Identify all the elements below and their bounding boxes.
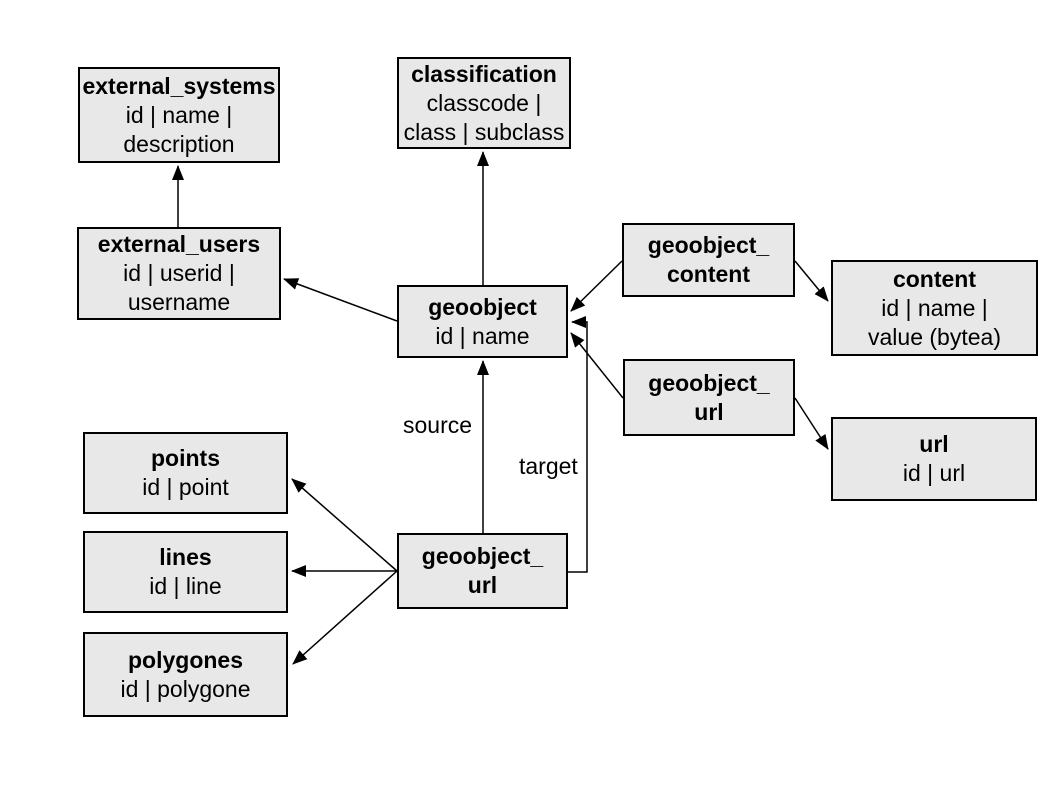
entity-lines: lines id | line <box>83 531 288 613</box>
entity-external-users: external_users id | userid | username <box>77 227 281 320</box>
entity-url: url id | url <box>831 417 1037 501</box>
entity-fields: id | line <box>149 573 222 599</box>
entity-fields: classcode | class | subclass <box>403 89 565 145</box>
entity-fields: id | name | value (bytea) <box>868 294 1001 350</box>
edge-target-to-geoobject <box>568 316 588 573</box>
edge-geoobject-url-to-geoobject <box>570 332 624 399</box>
entity-title: content <box>892 265 977 292</box>
entity-fields: id | name <box>435 322 530 349</box>
entity-geoobject-url-right: geoobject_ url <box>623 359 795 436</box>
entity-classification: classification classcode | class | subcl… <box>397 57 571 149</box>
entity-title: geoobject_ url <box>648 369 770 425</box>
edge-geoobject-content-to-geoobject <box>570 260 623 312</box>
entity-title: external_systems <box>82 72 276 99</box>
edge-geoobject-url-bottom-to-points <box>291 478 398 572</box>
entity-title: classification <box>411 60 557 87</box>
entity-title: lines <box>159 544 212 570</box>
entity-title: polygones <box>127 646 243 673</box>
entity-title: geoobject <box>428 293 537 320</box>
entity-external-systems: external_systems id | name | description <box>78 67 280 163</box>
entity-geoobject: geoobject id | name <box>397 285 568 358</box>
entity-polygones: polygones id | polygone <box>83 632 288 717</box>
entity-title: geoobject_ content <box>647 232 770 287</box>
edge-geoobject-to-external-users <box>283 278 398 322</box>
edge-label-source: source <box>403 412 473 438</box>
entity-fields: id | userid | username <box>123 260 235 315</box>
entity-geoobject-content: geoobject_ content <box>622 223 795 297</box>
edge-label-target: target <box>519 453 578 479</box>
entity-geoobject-url-bottom: geoobject_ url <box>397 533 568 609</box>
entity-fields: id | point <box>142 474 229 500</box>
edge-geoobject-url-bottom-to-polygones <box>292 570 398 665</box>
entity-title: geoobject_ url <box>421 543 544 598</box>
entity-title: url <box>919 431 949 457</box>
entity-points: points id | point <box>83 432 288 514</box>
entity-fields: id | name | description <box>123 101 235 157</box>
entity-title: points <box>151 445 220 471</box>
entity-fields: id | polygone <box>120 675 251 702</box>
entity-fields: id | url <box>902 460 966 486</box>
edge-geoobject-url-to-url <box>794 397 829 450</box>
entity-content: content id | name | value (bytea) <box>831 260 1038 356</box>
entity-title: external_users <box>97 231 261 257</box>
edge-geoobject-content-to-content <box>794 260 829 302</box>
